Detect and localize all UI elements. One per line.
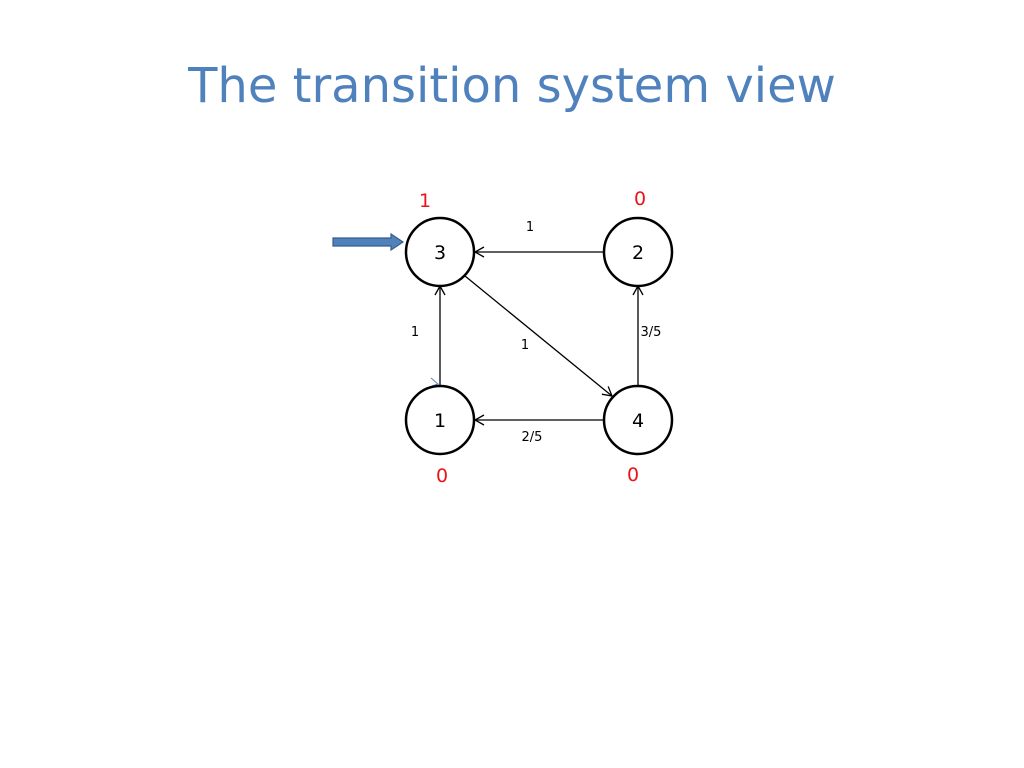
slide-title: The transition system view [188,58,836,114]
node-3: 3 [404,216,476,288]
node-4: 4 [602,384,674,456]
edge-label-1-to-3: 1 [411,325,419,340]
tick-mark [430,377,439,387]
node-1-label: 1 [434,410,446,432]
edge-label-2-to-3: 1 [526,220,534,235]
edge-3-to-4 [464,275,614,397]
edge-label-3-to-4: 1 [521,338,529,353]
node-2: 2 [602,216,674,288]
edge-label-4-to-2: 3/5 [641,325,662,340]
node-2-label: 2 [632,242,644,264]
node-3-label: 3 [434,242,446,264]
node-2-value: 0 [634,188,646,210]
node-1-value: 0 [436,465,448,487]
edge-label-4-to-1: 2/5 [522,430,543,445]
node-4-value: 0 [627,464,639,486]
node-4-label: 4 [632,410,644,432]
start-arrow-icon [332,232,405,252]
node-3-value: 1 [419,190,431,212]
node-1: 1 [404,384,476,456]
